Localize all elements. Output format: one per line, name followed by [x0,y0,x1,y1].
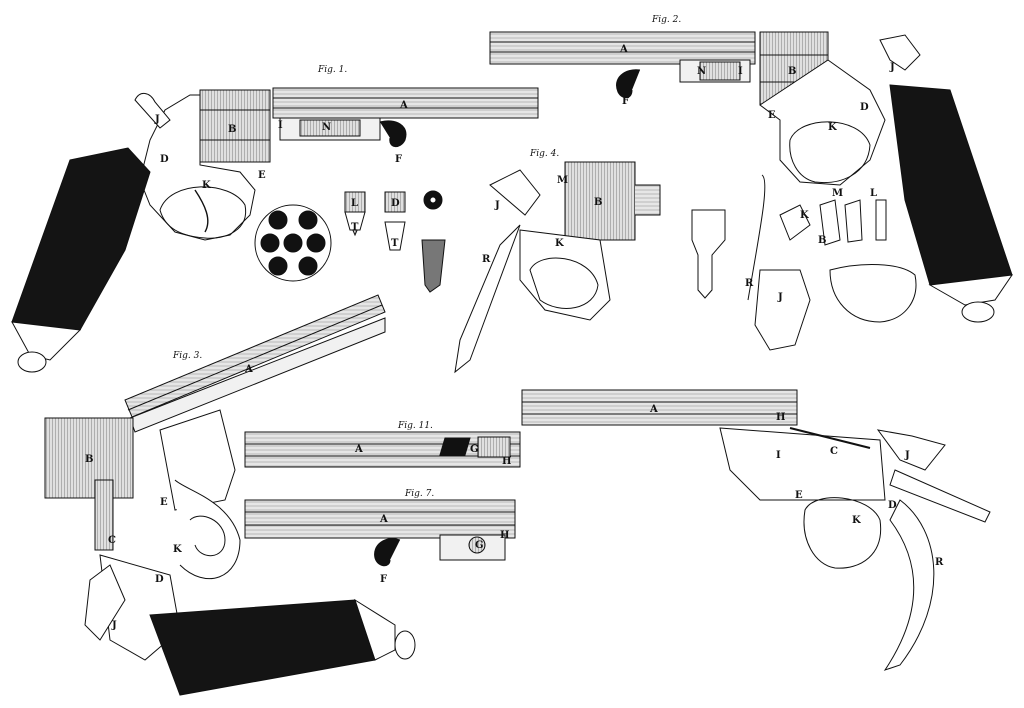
figure-2-caption: Fig. 2. [651,15,681,25]
label-e-fig3: E [160,497,168,508]
cylinder-face-detail [254,204,332,282]
label-i-fig1: I [278,120,283,131]
label-r-cutaway: R [935,557,944,568]
label-b-fig2: B [788,66,796,77]
label-f-fig7: F [380,574,387,585]
figure-1-caption: Fig. 1. [317,65,347,75]
label-c-cutaway: C [830,446,838,457]
label-l-parts: L [870,188,877,199]
label-t-cartridge: T [351,222,359,233]
label-l-cartridge: L [351,198,358,209]
label-h-cutaway: H [776,412,785,423]
large-cutaway-view [521,389,991,671]
figure-7-caption: Fig. 7. [404,489,434,499]
label-e-cutaway: E [795,490,803,501]
label-a-fig11: A [354,444,363,455]
label-k-parts: K [800,210,809,221]
label-h-fig7: H [500,530,509,541]
label-b-fig1: B [228,124,236,135]
label-a-fig2: A [619,44,628,55]
label-j-parts: J [777,292,783,303]
label-k-fig2: K [828,122,837,133]
figure-11-barrel [244,431,521,468]
figure-1-revolver [11,87,539,373]
label-d-cutaway: D [888,500,897,511]
label-a-fig3: A [244,364,253,375]
label-m-parts: M [832,188,843,199]
label-i-fig2: I [738,66,743,77]
figure-3-caption: Fig. 3. [172,351,202,361]
label-e-fig2: E [768,110,776,121]
label-t-cartridge-2: T [391,238,399,249]
label-j-fig4: J [494,200,500,211]
label-g-fig7: G [475,540,484,551]
label-h-fig11: H [502,456,511,467]
exploded-parts [691,174,917,351]
label-d-cartridge: D [391,198,400,209]
figure-7-barrel [244,499,516,567]
label-j-fig1: J [154,114,160,125]
figure-3-revolver [44,294,416,696]
label-d-fig3: D [155,574,164,585]
label-b-parts: B [818,235,826,246]
label-n-fig2: N [697,66,706,77]
label-k-fig1: K [202,180,211,191]
label-g-fig11: G [470,444,479,455]
label-j-fig2: J [889,62,895,73]
label-a-cutaway: A [649,404,658,415]
label-m-fig4: M [557,175,568,186]
figure-11-caption: Fig. 11. [397,421,433,431]
label-c-fig3: C [108,535,116,546]
label-r-parts: R [745,278,754,289]
label-b-fig3: B [85,454,93,465]
figure-4-caption: Fig. 4. [529,149,559,159]
label-a-fig1: A [399,100,408,111]
label-n-fig1: N [322,122,331,133]
label-j-cutaway: J [904,450,910,461]
label-k-fig4: K [555,238,564,249]
label-f-fig1: F [395,154,402,165]
label-k-fig3: K [173,544,182,555]
figure-4-mechanism [454,161,661,374]
label-j-fig3: J [111,620,117,631]
label-a-fig7: A [379,514,388,525]
figure-2-revolver [489,31,1014,323]
label-b-fig4: B [594,197,602,208]
label-e-fig1: E [258,170,266,181]
label-d-fig2: D [860,102,869,113]
cartridge-details [344,190,446,293]
label-i-cutaway: I [776,450,781,461]
label-r-fig4: R [482,254,491,265]
label-d-fig1: D [160,154,169,165]
label-k-cutaway: K [852,515,861,526]
label-f-fig2: F [622,96,629,107]
